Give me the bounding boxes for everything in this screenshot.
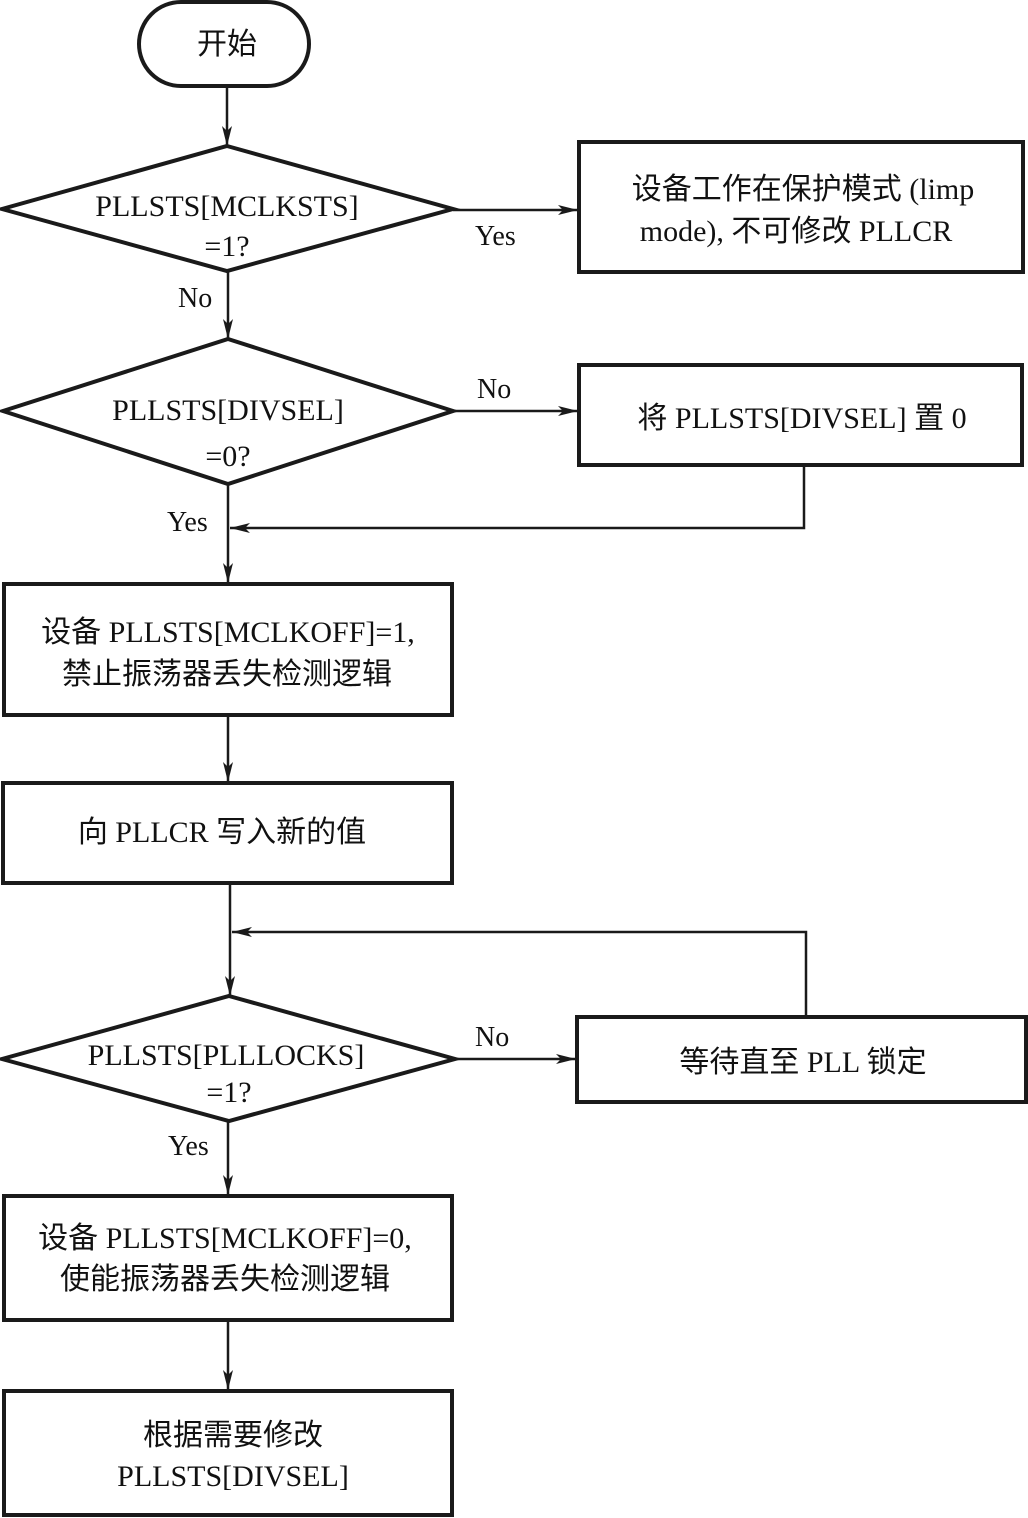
- mclkoff-enable-box: 设备 PLLSTS[MCLKOFF]=0, 使能振荡器丢失检测逻辑: [2, 1194, 454, 1322]
- connector-wait-return: [232, 927, 808, 1017]
- mclkoff-enable-line2: 使能振荡器丢失检测逻辑: [60, 1263, 390, 1296]
- set-divsel-line1: 将 PLLSTS[DIVSEL] 置 0: [637, 402, 966, 435]
- wait-lock-line1: 等待直至 PLL 锁定: [679, 1046, 926, 1079]
- edge-label-plllocks-no: No: [475, 1022, 509, 1053]
- limp-mode-line1: 设备工作在保护模式 (limp: [632, 173, 975, 206]
- wait-lock-box: 等待直至 PLL 锁定: [575, 1015, 1028, 1104]
- edge-label-plllocks-yes: Yes: [168, 1131, 209, 1162]
- edge-label-mclksts-yes: Yes: [475, 221, 516, 252]
- decision-mclksts: PLLSTS[MCLKSTS] =1?: [0, 143, 461, 274]
- decision-divsel: PLLSTS[DIVSEL] =0?: [0, 336, 460, 487]
- connector-divsel-return: [230, 465, 806, 533]
- decision-mclksts-line1: PLLSTS[MCLKSTS]: [95, 190, 358, 223]
- decision-plllocks-line1: PLLSTS[PLLLOCKS]: [88, 1039, 365, 1072]
- mclkoff-disable-line1: 设备 PLLSTS[MCLKOFF]=1,: [41, 616, 415, 649]
- set-divsel-box: 将 PLLSTS[DIVSEL] 置 0: [577, 363, 1024, 467]
- mclkoff-enable-line1: 设备 PLLSTS[MCLKOFF]=0,: [38, 1222, 412, 1255]
- start-terminator: 开始: [137, 0, 311, 88]
- mclkoff-disable-box: 设备 PLLSTS[MCLKOFF]=1, 禁止振荡器丢失检测逻辑: [2, 582, 454, 717]
- write-pllcr-box: 向 PLLCR 写入新的值: [1, 781, 454, 885]
- modify-divsel-box: 根据需要修改 PLLSTS[DIVSEL]: [2, 1389, 454, 1517]
- limp-mode-box: 设备工作在保护模式 (limp mode), 不可修改 PLLCR: [577, 140, 1025, 274]
- write-pllcr-line1: 向 PLLCR 写入新的值: [78, 816, 366, 849]
- edge-label-mclksts-no: No: [178, 283, 212, 314]
- modify-divsel-line2: PLLSTS[DIVSEL]: [117, 1460, 349, 1493]
- mclkoff-disable-line2: 禁止振荡器丢失检测逻辑: [62, 658, 392, 691]
- decision-divsel-line2: =0?: [205, 440, 250, 473]
- decision-plllocks-line2: =1?: [206, 1076, 251, 1109]
- edge-label-divsel-yes: Yes: [167, 507, 208, 538]
- edge-label-divsel-no: No: [477, 374, 511, 405]
- decision-divsel-line1: PLLSTS[DIVSEL]: [112, 394, 344, 427]
- decision-plllocks: PLLSTS[PLLLOCKS] =1?: [0, 993, 463, 1124]
- start-label: 开始: [197, 28, 257, 61]
- limp-mode-line2: mode), 不可修改 PLLCR: [640, 215, 953, 248]
- decision-mclksts-line2: =1?: [204, 230, 249, 263]
- modify-divsel-line1: 根据需要修改: [143, 1419, 323, 1452]
